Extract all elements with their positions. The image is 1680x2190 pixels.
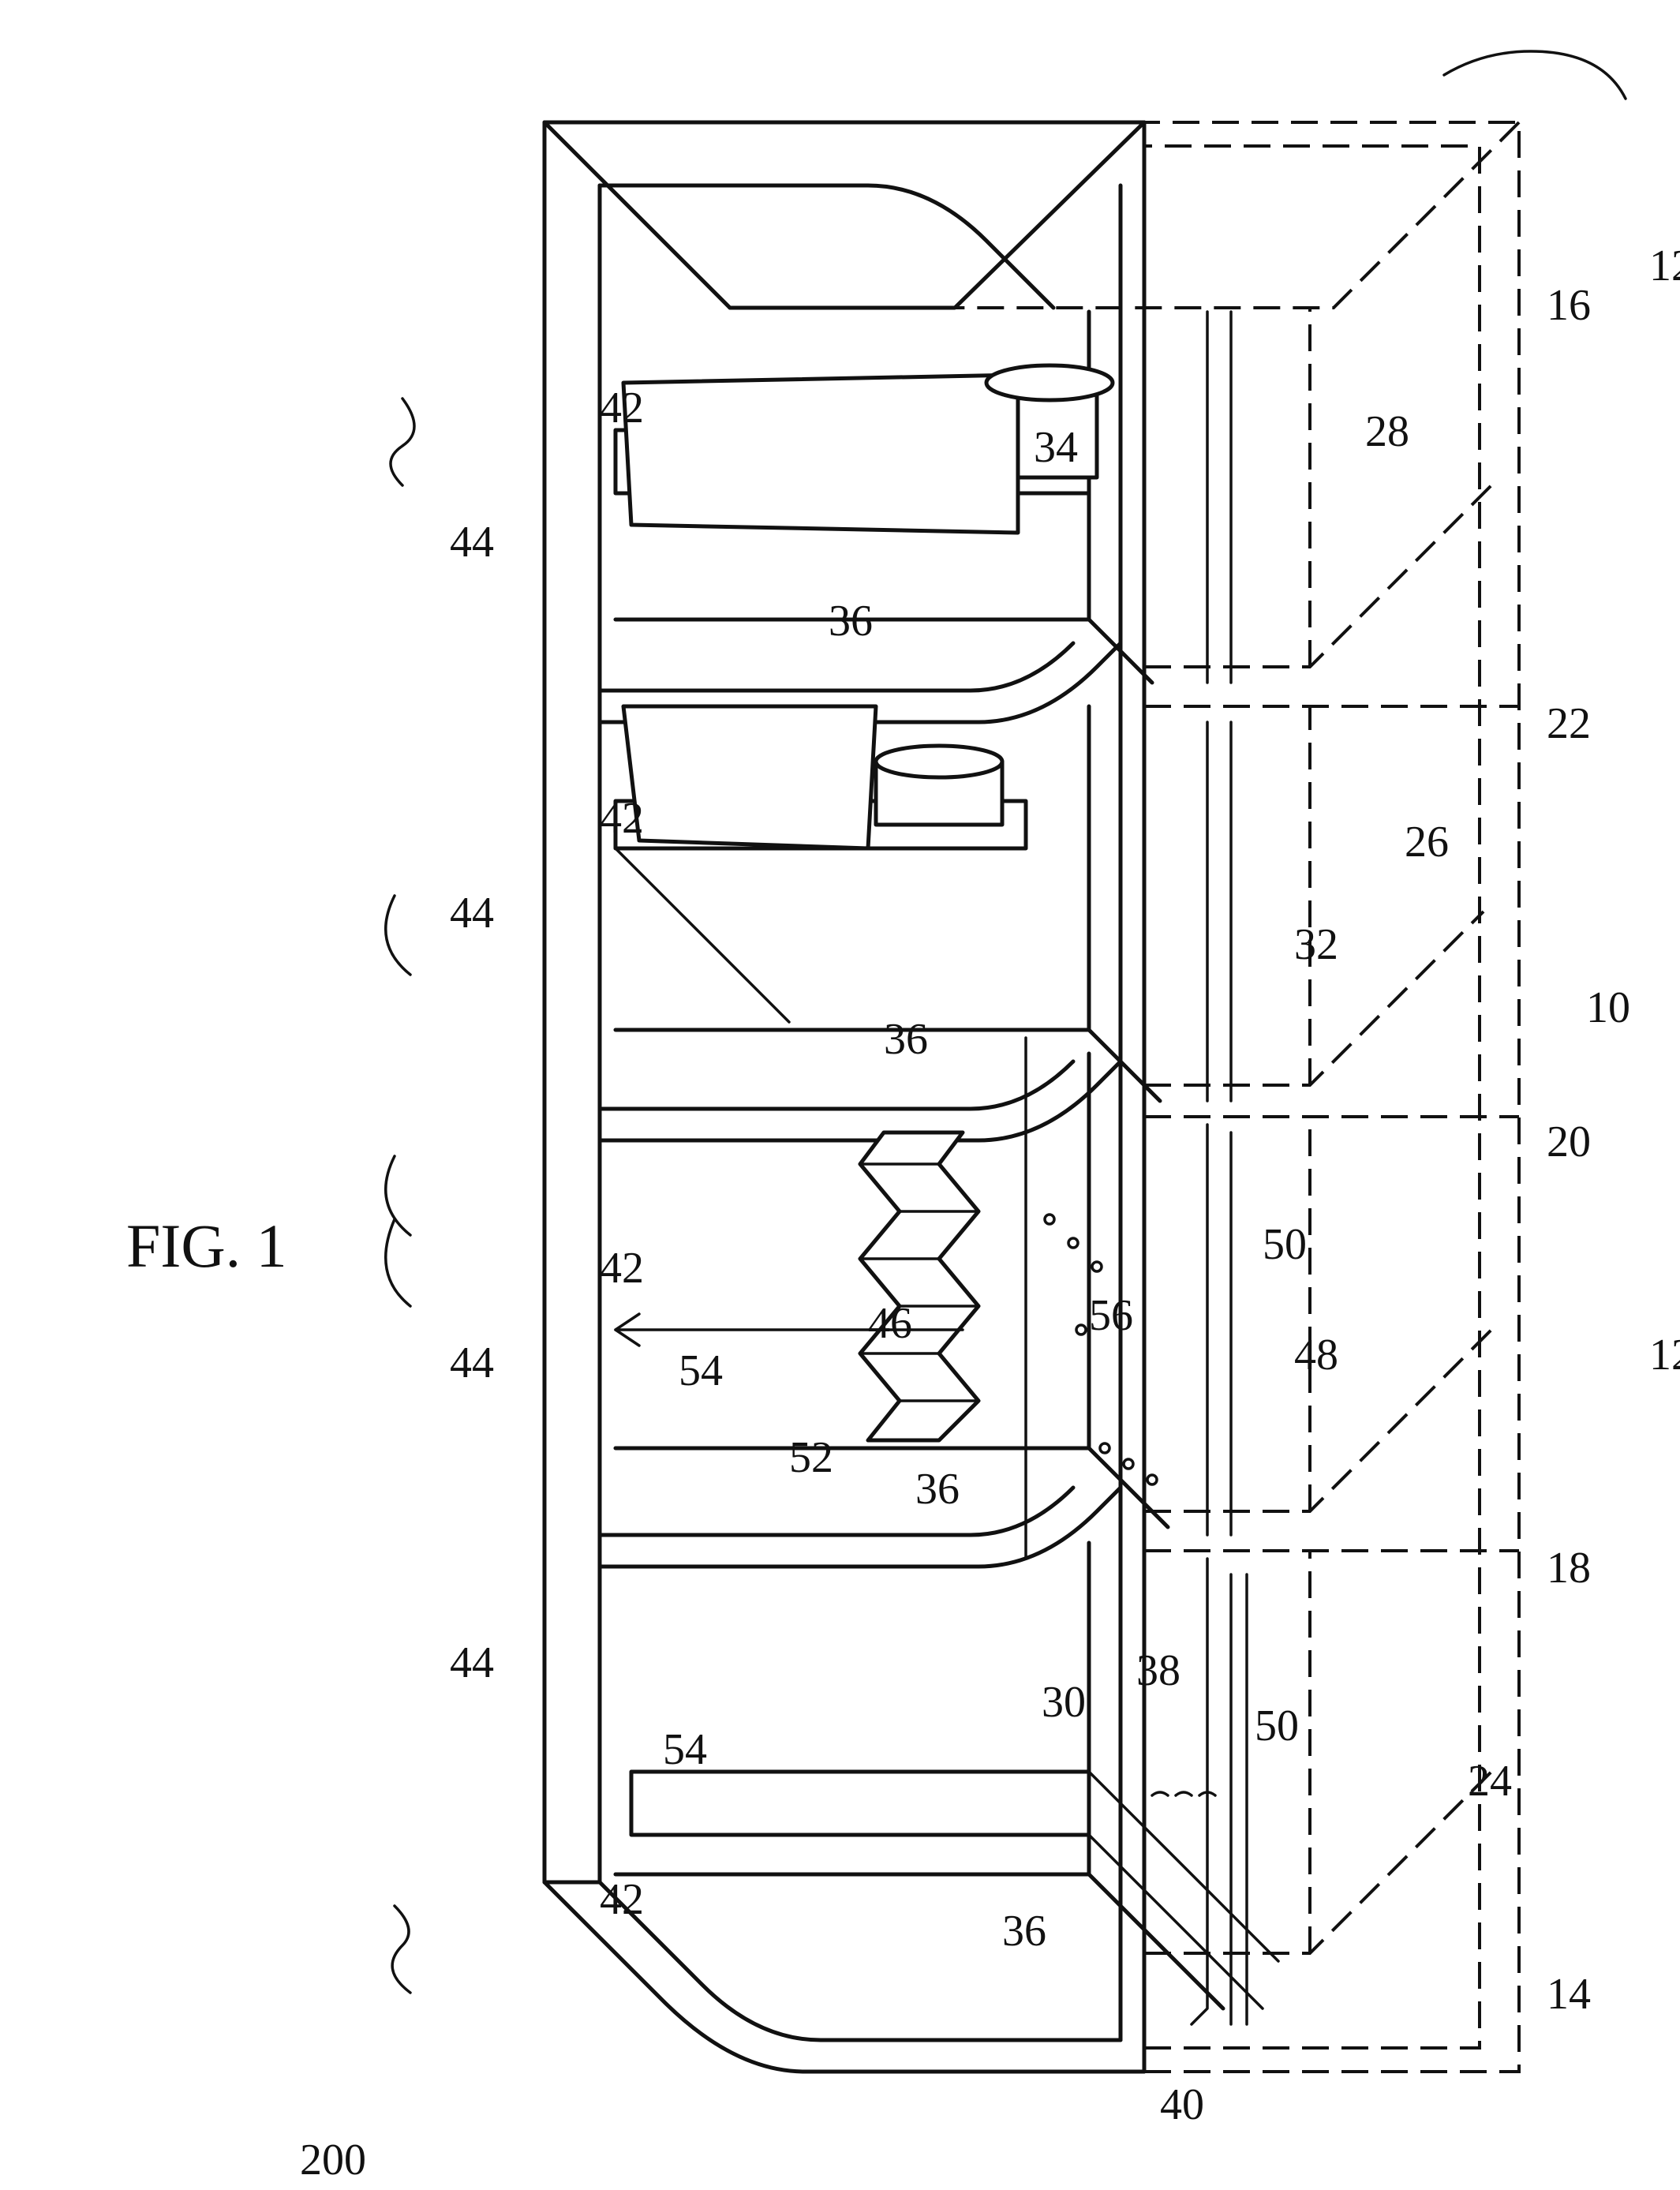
- label-42-b: 42: [600, 1244, 644, 1293]
- label-34: 34: [1034, 423, 1078, 472]
- label-14: 14: [1547, 1970, 1591, 2019]
- label-28: 28: [1365, 407, 1409, 456]
- label-40: 40: [1160, 2080, 1204, 2129]
- compartment-1: [616, 1543, 1278, 2024]
- label-52: 52: [789, 1433, 833, 1482]
- label-44-b: 44: [450, 1338, 494, 1387]
- label-10: 10: [1586, 983, 1630, 1032]
- compartment-4: [616, 312, 1231, 683]
- label-32: 32: [1294, 920, 1338, 969]
- label-50-a: 50: [1263, 1220, 1307, 1269]
- label-44-c: 44: [450, 889, 494, 938]
- label-46: 46: [868, 1299, 912, 1348]
- label-42-d: 42: [600, 384, 644, 432]
- label-48: 48: [1294, 1331, 1338, 1380]
- label-200: 200: [300, 2136, 366, 2184]
- label-22: 22: [1547, 699, 1591, 748]
- figure-caption: FIG. 1: [126, 1211, 287, 1280]
- label-54-b: 54: [663, 1725, 707, 1774]
- compartment-2: [616, 1054, 1231, 1535]
- label-20: 20: [1547, 1117, 1591, 1166]
- label-50-b: 50: [1255, 1701, 1299, 1750]
- label-44-d: 44: [450, 518, 494, 567]
- label-56: 56: [1089, 1291, 1133, 1340]
- label-24: 24: [1468, 1757, 1512, 1806]
- label-36-a: 36: [1002, 1907, 1046, 1956]
- leader-lines: [386, 51, 1626, 1993]
- label-30: 30: [1042, 1678, 1086, 1727]
- label-54-a: 54: [679, 1346, 723, 1395]
- label-12-right: 12: [1649, 241, 1680, 290]
- label-12-left: 12: [1649, 1331, 1680, 1380]
- label-36-b: 36: [915, 1465, 960, 1514]
- label-36-c: 36: [884, 1015, 928, 1064]
- label-26: 26: [1405, 818, 1449, 867]
- label-16: 16: [1547, 281, 1591, 330]
- label-44-a: 44: [450, 1638, 494, 1687]
- label-38: 38: [1136, 1646, 1180, 1695]
- label-18: 18: [1547, 1544, 1591, 1593]
- label-36-d: 36: [829, 597, 873, 646]
- label-42-a: 42: [600, 1875, 644, 1924]
- label-42-c: 42: [600, 794, 644, 843]
